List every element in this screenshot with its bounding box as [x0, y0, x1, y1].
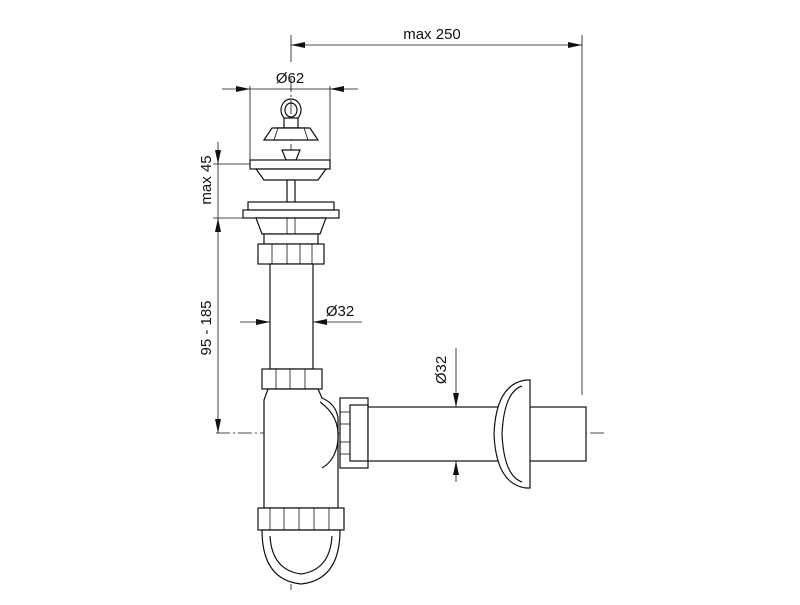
height-range-label: 95 - 185	[198, 300, 215, 355]
dimension-max-250: max 250	[290, 26, 583, 395]
strainer	[249, 149, 331, 205]
sink-plate	[242, 201, 340, 235]
wall-rosette	[493, 379, 531, 489]
vertical-pipe-diameter-label: Ø32	[326, 303, 354, 320]
outlet-pipe	[367, 406, 587, 462]
dimension-max-45: max 45	[198, 142, 270, 219]
strainer-diameter-label: Ø62	[276, 70, 304, 87]
trap-body	[263, 388, 339, 509]
dimension-strainer-diameter: Ø62	[222, 70, 358, 160]
dimension-height-range: 95 - 185	[198, 218, 221, 433]
vertical-pipe	[269, 263, 314, 370]
lower-nut	[261, 368, 323, 390]
max-height-label: max 45	[198, 155, 215, 204]
upper-nut	[257, 233, 325, 265]
outlet-nut	[339, 397, 369, 469]
outlet-pipe-diameter-label: Ø32	[433, 356, 450, 384]
stopper	[262, 98, 320, 141]
max-width-label: max 250	[403, 26, 461, 43]
bottom-cup	[257, 507, 345, 585]
